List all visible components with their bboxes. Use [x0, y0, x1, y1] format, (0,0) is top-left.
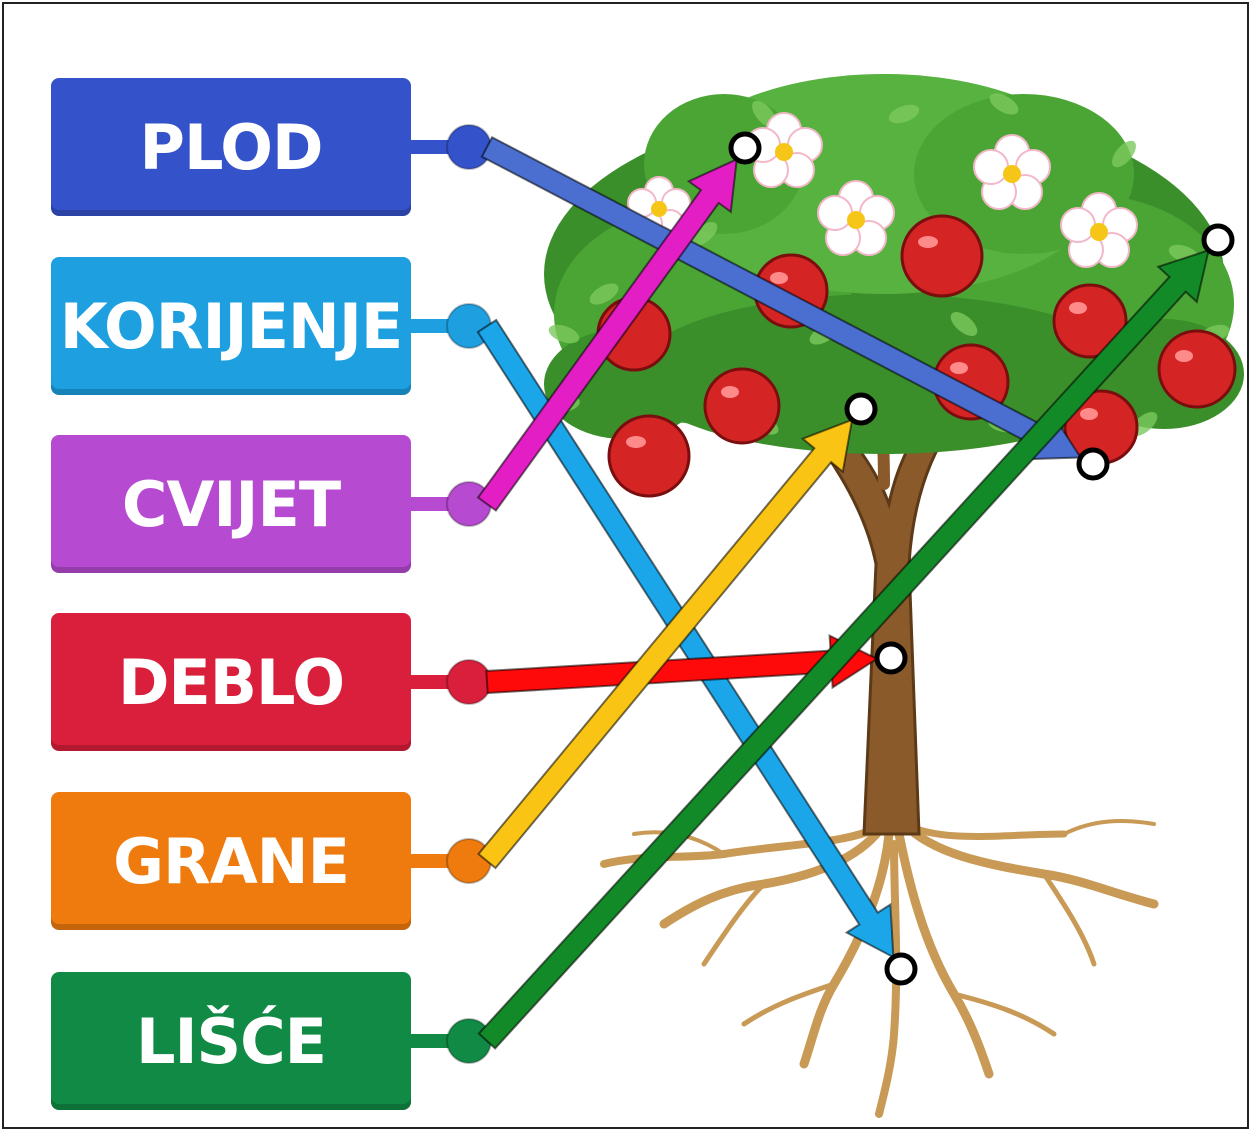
target-ring-flower[interactable] [731, 134, 759, 162]
label-korijenje[interactable]: KORIJENJE [51, 257, 411, 395]
roots [604, 821, 1154, 1114]
label-deblo[interactable]: DEBLO [51, 613, 411, 751]
connector-dot-plod[interactable] [447, 125, 491, 169]
target-ring-branch[interactable] [847, 395, 875, 423]
target-ring-fruit[interactable] [1079, 450, 1107, 478]
apple [705, 369, 779, 443]
target-ring-root[interactable] [887, 955, 915, 983]
apple [902, 216, 982, 296]
label-lisce[interactable]: LIŠĆE [51, 972, 411, 1110]
connector-dot-lisce[interactable] [447, 1019, 491, 1063]
apple [609, 416, 689, 496]
connector-dot-deblo[interactable] [447, 660, 491, 704]
label-cvijet[interactable]: CVIJET [51, 435, 411, 573]
target-ring-leaf[interactable] [1204, 226, 1232, 254]
target-ring-trunk[interactable] [877, 644, 905, 672]
label-connectors [409, 125, 491, 1063]
apple [1159, 331, 1235, 407]
label-grane[interactable]: GRANE [51, 792, 411, 930]
label-plod[interactable]: PLOD [51, 78, 411, 216]
